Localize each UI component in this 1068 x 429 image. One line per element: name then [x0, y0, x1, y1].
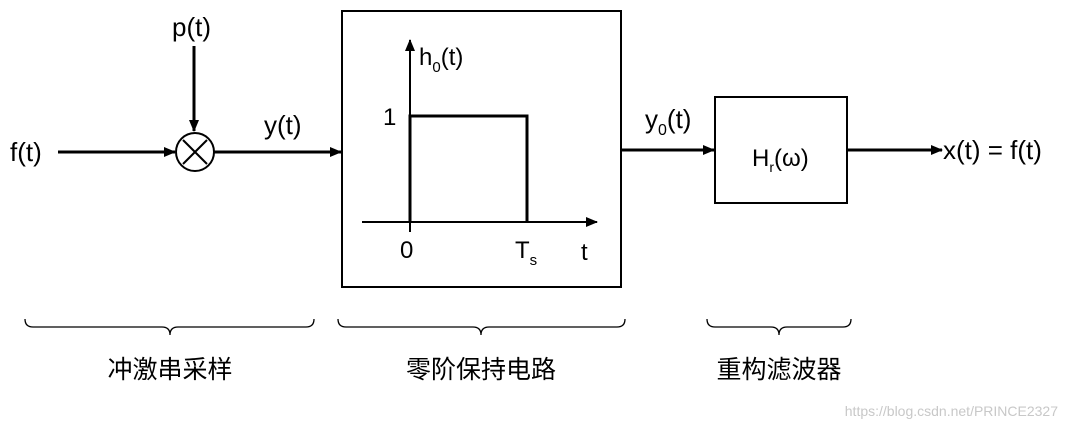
zoh-x-end-label: Ts [515, 237, 537, 269]
sampled-signal-label: y(t) [264, 110, 302, 140]
sampling-stage-brace [24, 318, 315, 336]
zoh-x-start-label: 0 [400, 237, 413, 264]
input-signal-label: f(t) [10, 137, 42, 167]
hold-stage-brace [337, 318, 626, 336]
filter-label: Hr(ω) [752, 145, 809, 175]
output-signal-label: x(t) = f(t) [943, 135, 1042, 165]
filter-stage-label: 重构滤波器 [716, 355, 841, 384]
zoh-y-axis-label: h0(t) [419, 44, 463, 76]
held-signal-label: y0(t) [645, 104, 691, 139]
hold-stage-label: 零阶保持电路 [406, 355, 556, 384]
zoh-level-label: 1 [383, 104, 396, 131]
filter-block [714, 96, 848, 204]
zoh-block [341, 10, 622, 288]
zoh-x-axis-label: t [581, 239, 588, 266]
zoh-pulse [408, 114, 529, 222]
sampling-stage-label: 冲激串采样 [107, 355, 232, 384]
watermark: https://blog.csdn.net/PRINCE2327 [845, 403, 1058, 419]
filter-stage-brace [706, 318, 852, 336]
zoh-impulse-response-plot: h0(t) 1 0 Ts t [362, 39, 598, 269]
sampling-pulse-label: p(t) [172, 12, 211, 42]
multiplier-icon [175, 132, 215, 172]
